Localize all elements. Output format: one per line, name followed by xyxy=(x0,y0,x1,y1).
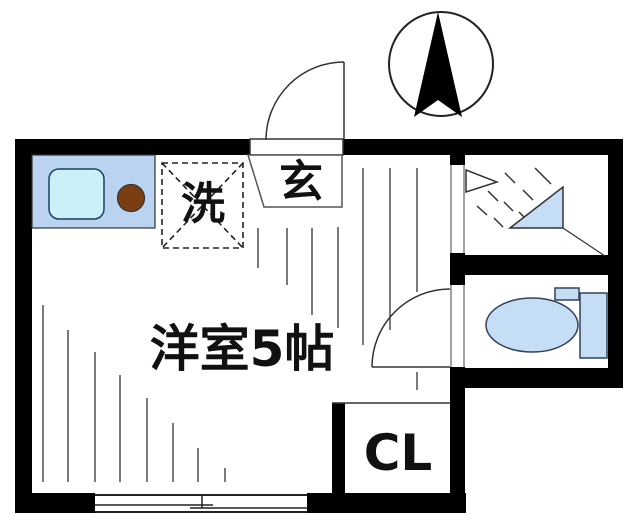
washing-machine-space xyxy=(161,162,244,249)
wall-top-left xyxy=(15,139,250,155)
entrance-door-arc xyxy=(265,61,345,141)
toilet-door-swing xyxy=(371,288,451,368)
north-compass-icon xyxy=(388,11,494,117)
toilet xyxy=(485,287,608,359)
kitchen-counter xyxy=(31,154,156,229)
wall-closet-left xyxy=(332,403,345,493)
wall-bottom-left xyxy=(15,493,95,513)
sliding-window xyxy=(95,493,307,513)
doorway-edges xyxy=(450,165,465,367)
shower-room xyxy=(465,167,606,257)
toilet-door-arc xyxy=(371,288,451,368)
wall-wing-bottom xyxy=(450,368,623,388)
shower-head xyxy=(465,168,500,194)
kitchen-sink xyxy=(48,168,105,220)
laundry-label: 洗 xyxy=(181,179,225,230)
wall-top-right xyxy=(343,139,623,155)
wall-divider-bottom xyxy=(450,367,465,513)
wall-bottom-right xyxy=(307,493,466,513)
shower-drain-line xyxy=(562,227,606,257)
shower-spray-dashes xyxy=(476,167,552,228)
entrance-threshold xyxy=(249,138,344,156)
gas-burner xyxy=(116,183,146,213)
floor-hatch-lines xyxy=(42,168,418,482)
walls xyxy=(15,139,623,513)
toilet-flush-box xyxy=(554,287,580,301)
wall-right xyxy=(608,139,623,388)
entrance-door-swing xyxy=(249,61,345,156)
north-arrow xyxy=(414,12,462,117)
entrance-label: 玄 xyxy=(279,157,323,208)
closet-label: CL xyxy=(364,424,433,482)
wall-left xyxy=(15,139,32,513)
main-room-label: 洋室5帖 xyxy=(150,320,335,378)
entrance-platform xyxy=(246,154,343,208)
wall-divider-top xyxy=(450,155,465,165)
toilet-bowl xyxy=(485,297,579,353)
toilet-tank xyxy=(579,292,608,359)
wall-shower-toilet xyxy=(450,255,608,275)
shower-basin xyxy=(507,185,564,229)
